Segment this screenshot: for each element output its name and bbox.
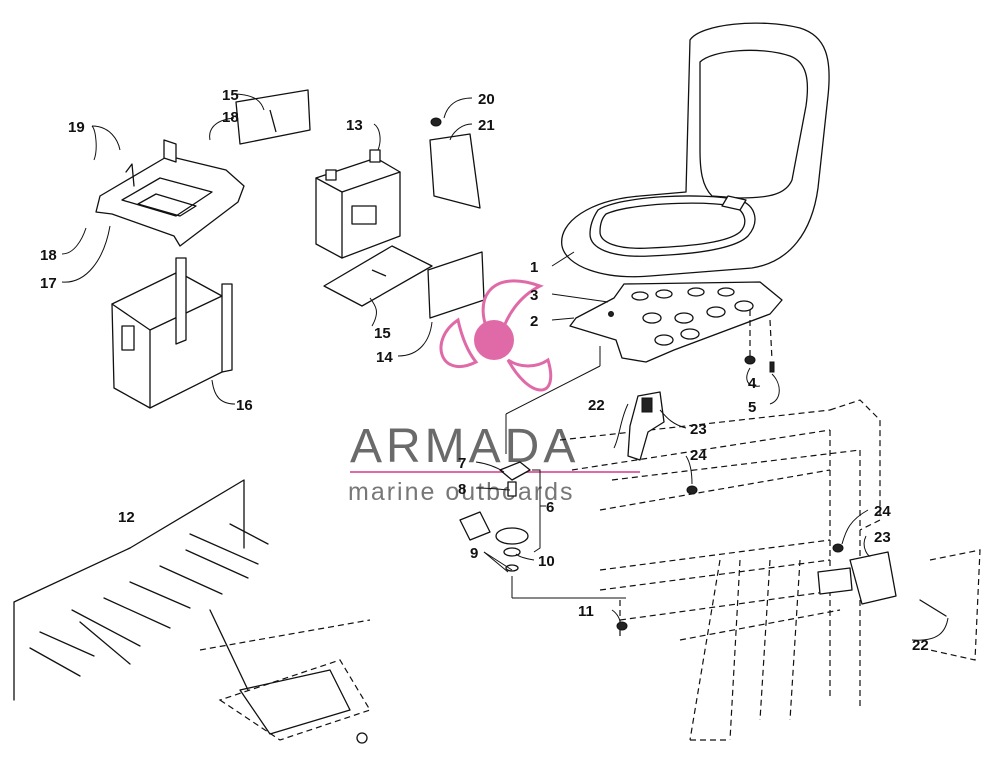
callout-22b: 22 (912, 637, 929, 654)
callout-24a: 24 (690, 447, 707, 464)
screw (769, 361, 775, 373)
nut-11 (616, 621, 628, 631)
callout-14: 14 (376, 349, 393, 366)
callout-8: 8 (458, 481, 466, 498)
screw-20 (430, 117, 442, 127)
foam-pad-lower (323, 245, 433, 307)
seat (561, 22, 830, 278)
nut-24b (832, 543, 844, 553)
tool-storage-tray (199, 609, 371, 744)
callout-7: 7 (458, 455, 466, 472)
callout-15b: 15 (374, 325, 391, 342)
callout-21: 21 (478, 117, 495, 134)
seat-plate (569, 281, 783, 363)
watermark-brand: ARMADA (350, 420, 579, 473)
seat-belt-latch (817, 551, 897, 605)
seat-latch-assembly (459, 461, 531, 572)
callout-15a: 15 (222, 87, 239, 104)
callout-13: 13 (346, 117, 363, 134)
callout-16: 16 (236, 397, 253, 414)
vehicle-frame (559, 399, 981, 741)
foam-pad-upper (235, 89, 311, 145)
callout-11: 11 (578, 603, 594, 620)
callout-3: 3 (530, 287, 538, 304)
callout-10: 10 (538, 553, 555, 570)
callout-9: 9 (470, 545, 478, 562)
battery (315, 149, 401, 259)
battery-tray (95, 139, 245, 247)
rubber-pad (427, 251, 485, 319)
callout-12: 12 (118, 509, 135, 526)
callouts: 1 2 3 4 5 6 7 8 9 10 11 12 13 14 15 15 1… (40, 87, 929, 654)
callout-2: 2 (530, 313, 538, 330)
bolt-22b (919, 599, 947, 617)
nut-24a (686, 485, 698, 495)
brand-watermark: ARMADA marine outboards (348, 279, 640, 506)
watermark-tagline: marine outboards (348, 478, 575, 506)
leader-lines (61, 93, 949, 641)
callout-18a: 18 (222, 109, 239, 126)
callout-23b: 23 (874, 529, 891, 546)
callout-5: 5 (748, 399, 756, 416)
callout-24b: 24 (874, 503, 891, 520)
callout-23a: 23 (690, 421, 707, 438)
battery-box (111, 257, 233, 409)
callout-6: 6 (546, 499, 554, 516)
seat-belt-buckle (627, 391, 665, 461)
nut (744, 355, 756, 365)
callout-22a: 22 (588, 397, 605, 414)
tool-kit (13, 479, 269, 701)
callout-4: 4 (748, 375, 757, 392)
callout-18b: 18 (40, 247, 57, 264)
callout-20: 20 (478, 91, 495, 108)
callout-17: 17 (40, 275, 57, 292)
callout-19: 19 (68, 119, 85, 136)
callout-1: 1 (530, 259, 538, 276)
cover-plate (429, 133, 481, 209)
